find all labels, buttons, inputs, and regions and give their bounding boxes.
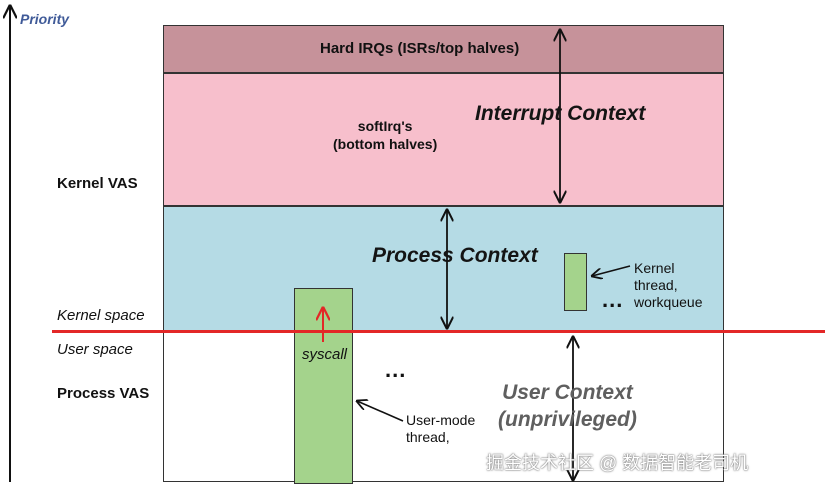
syscall-label: syscall [302, 346, 348, 363]
kernel-thread-pointer-arrow [592, 265, 631, 276]
kernel-space-label: Kernel space [57, 307, 145, 324]
kernel-vas-label: Kernel VAS [57, 175, 138, 192]
process-context-label: Process Context [372, 244, 538, 267]
kernel-thread-label: Kernel thread, workqueue [634, 260, 703, 310]
kernel-threads-ellipsis: ... [602, 287, 624, 312]
user-context-label: User Context (unprivileged) [498, 381, 637, 431]
user-thread-box [294, 288, 353, 484]
softirq-label: softIrq's (bottom halves) [333, 118, 438, 152]
hard-irq-band [163, 25, 724, 73]
user-thread-pointer-arrow [357, 401, 404, 422]
user-space-label: User space [57, 341, 133, 358]
process-vas-label: Process VAS [57, 385, 150, 402]
user-context-band [163, 332, 724, 482]
user-thread-label: User-mode thread, [406, 412, 476, 445]
hard-irq-label: Hard IRQs (ISRs/top halves) [320, 40, 520, 57]
priority-label: Priority [20, 11, 70, 27]
softirq-band [163, 73, 724, 206]
watermark-text: 掘金技术社区 @ 数据智能老司机 [486, 453, 749, 473]
interrupt-context-label: Interrupt Context [475, 102, 646, 125]
user-threads-ellipsis: ... [385, 357, 407, 382]
kernel-thread-box [564, 253, 587, 311]
kernel-user-boundary-line [52, 330, 825, 333]
